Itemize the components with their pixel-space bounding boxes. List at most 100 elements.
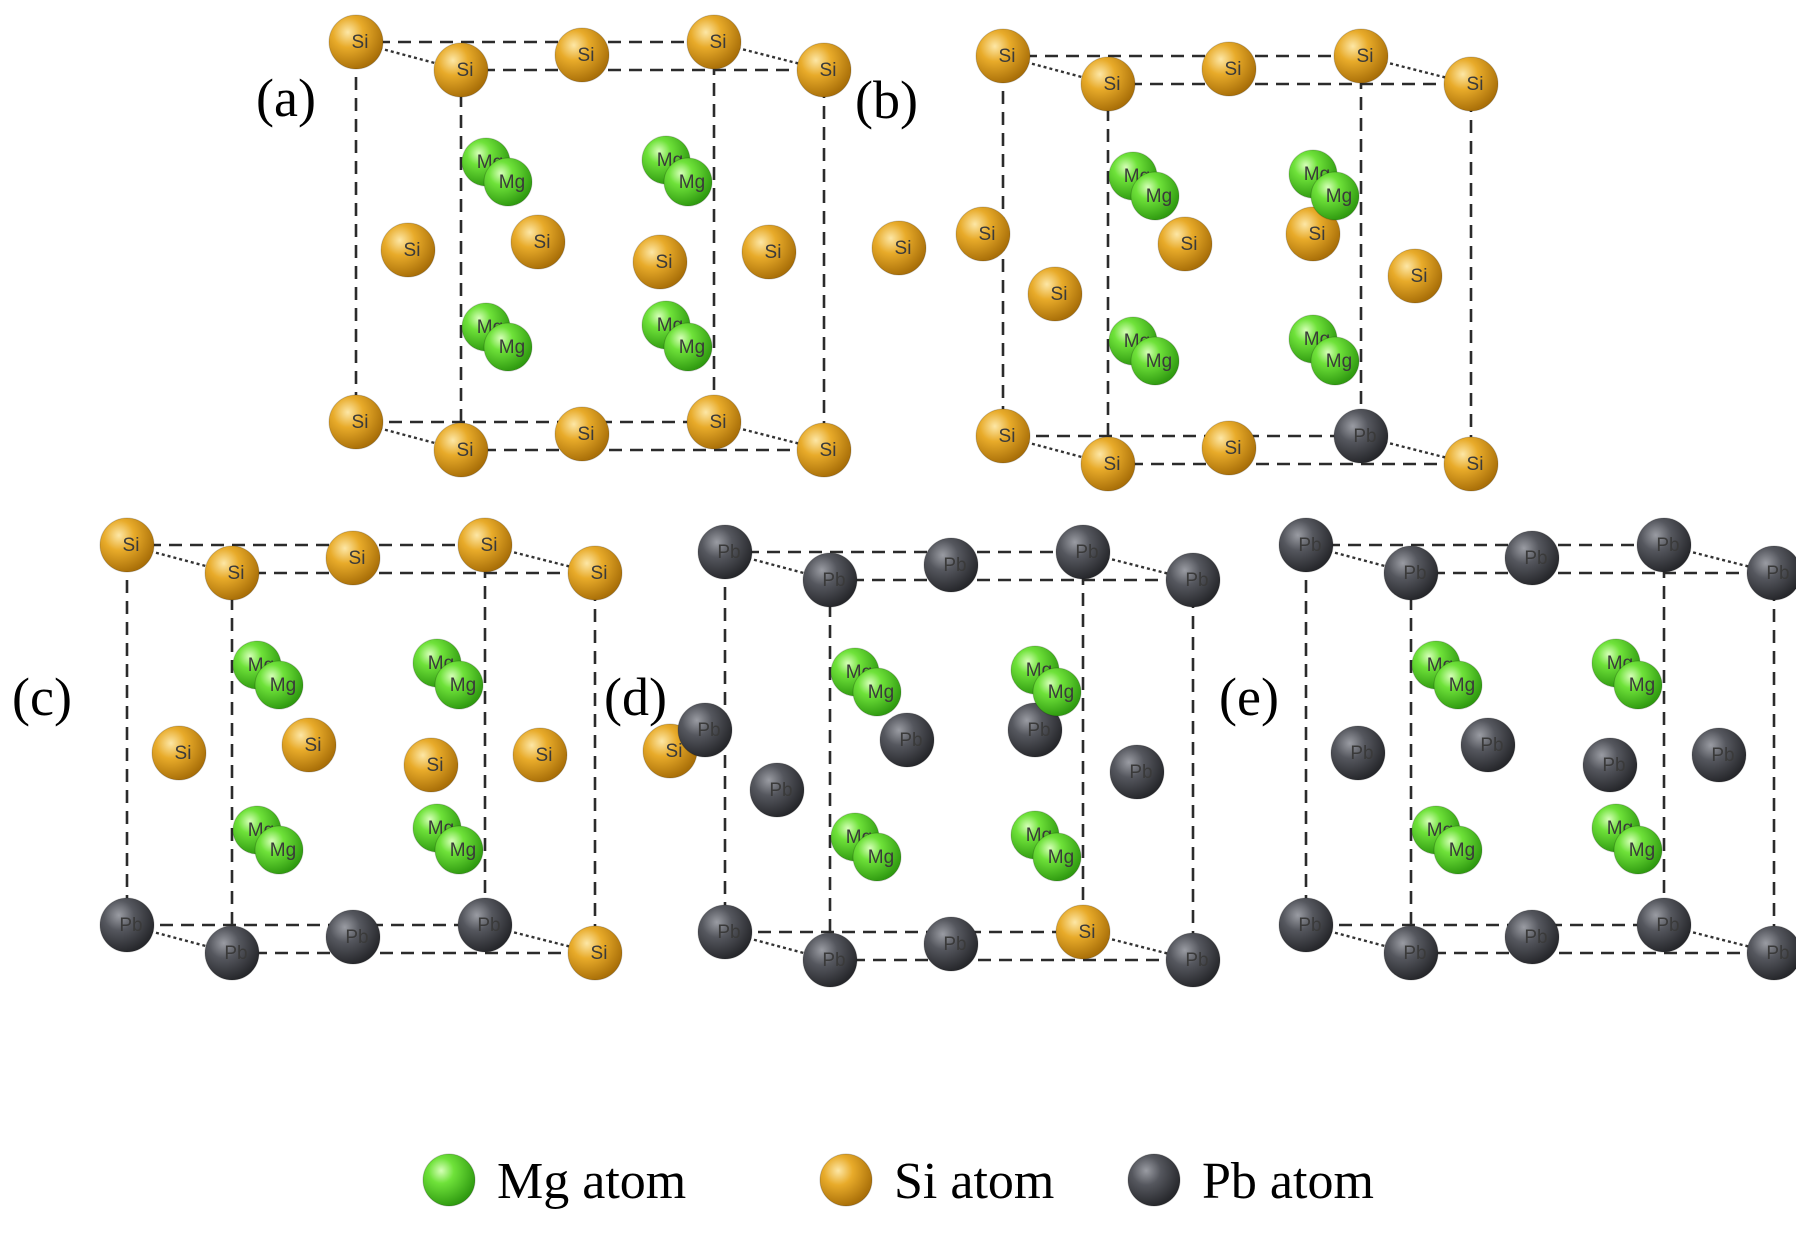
mg-atom-sphere xyxy=(852,667,902,717)
atom-label: Si xyxy=(1357,46,1374,67)
atom-si: Si xyxy=(1443,56,1499,112)
atom-label: Si xyxy=(349,548,366,569)
atom-label: Si xyxy=(591,563,608,584)
atom-mg: Mg xyxy=(254,660,304,710)
mg-atom-sphere xyxy=(663,322,713,372)
atom-label: Si xyxy=(591,943,608,964)
pb-atom-sphere xyxy=(1383,545,1439,601)
atom-label: Mg xyxy=(679,337,705,358)
atom-label: Pb xyxy=(1403,943,1426,964)
si-atom-sphere xyxy=(1080,436,1136,492)
atom-pb: Pb xyxy=(99,897,155,953)
si-atom-sphere xyxy=(1027,266,1083,322)
atom-label: Si xyxy=(999,46,1016,67)
pb-atom-sphere xyxy=(1746,925,1796,981)
legend-item-pb: Pb atom xyxy=(1127,1153,1374,1210)
pb-atom-sphere xyxy=(99,897,155,953)
atom-si: Si xyxy=(328,394,384,450)
atom-si: Si xyxy=(1055,904,1111,960)
mg-atom-sphere xyxy=(852,832,902,882)
atom-label: Pb xyxy=(1524,927,1547,948)
atom-mg: Mg xyxy=(1613,660,1663,710)
atom-pb: Pb xyxy=(1278,517,1334,573)
atom-si: Si xyxy=(686,394,742,450)
atom-pb: Pb xyxy=(204,925,260,981)
pb-atom-sphere xyxy=(1504,909,1560,965)
mg-atom-sphere xyxy=(1032,832,1082,882)
atom-label: Pb xyxy=(477,915,500,936)
atom-label: Si xyxy=(710,32,727,53)
si-atom-sphere xyxy=(433,422,489,478)
si-atom-sphere xyxy=(1157,216,1213,272)
pb-atom-sphere xyxy=(1055,524,1111,580)
atom-si: Si xyxy=(204,545,260,601)
mg-atom-sphere xyxy=(254,825,304,875)
legend-item-mg: Mg atom xyxy=(422,1153,686,1210)
atom-label: Si xyxy=(1181,234,1198,255)
atom-mg: Mg xyxy=(663,322,713,372)
atom-label: Pb xyxy=(1185,570,1208,591)
atom-si: Si xyxy=(955,206,1011,262)
atom-label: Pb xyxy=(1129,762,1152,783)
atom-pb: Pb xyxy=(1165,932,1221,988)
atom-label: Pb xyxy=(1656,915,1679,936)
si-atom-sphere xyxy=(328,14,384,70)
atom-si: Si xyxy=(457,517,513,573)
atom-si: Si xyxy=(632,234,688,290)
si-atom-sphere xyxy=(204,545,260,601)
atom-label: Si xyxy=(578,45,595,66)
mg-atom-sphere xyxy=(254,660,304,710)
pb-atom-sphere xyxy=(879,712,935,768)
si-atom-sphere xyxy=(328,394,384,450)
atom-si: Si xyxy=(1285,206,1341,262)
atom-si: Si xyxy=(433,422,489,478)
atom-si: Si xyxy=(281,717,337,773)
atom-pb: Pb xyxy=(677,702,733,758)
atom-si: Si xyxy=(975,408,1031,464)
mg-atom-sphere xyxy=(1310,336,1360,386)
atom-mg: Mg xyxy=(483,157,533,207)
atom-si: Si xyxy=(99,517,155,573)
atom-label: Si xyxy=(999,426,1016,447)
atom-si: Si xyxy=(554,27,610,83)
pb-atom-sphere xyxy=(802,932,858,988)
atom-si: Si xyxy=(1080,436,1136,492)
atom-label: Si xyxy=(1104,74,1121,95)
pb-atom-sphere xyxy=(1278,897,1334,953)
atom-label: Pb xyxy=(943,934,966,955)
atom-label: Pb xyxy=(119,915,142,936)
mg-atom-sphere xyxy=(1613,825,1663,875)
atom-si: Si xyxy=(554,406,610,462)
atom-si: Si xyxy=(1333,28,1389,84)
atom-pb: Pb xyxy=(1636,517,1692,573)
mg-atom-sphere xyxy=(483,322,533,372)
atom-label: Pb xyxy=(224,943,247,964)
atom-label: Pb xyxy=(822,570,845,591)
si-atom-sphere xyxy=(686,14,742,70)
pb-atom-sphere xyxy=(1278,517,1334,573)
atom-label: Si xyxy=(895,238,912,259)
si-atom-sphere xyxy=(457,517,513,573)
si-atom-sphere xyxy=(380,222,436,278)
atom-label: Si xyxy=(666,741,683,762)
atom-si: Si xyxy=(567,545,623,601)
si-atom-sphere xyxy=(796,422,852,478)
si-atom-sphere xyxy=(99,517,155,573)
atom-pb: Pb xyxy=(749,762,805,818)
atom-label: Pb xyxy=(822,950,845,971)
si-atom-sphere xyxy=(554,27,610,83)
panel-label: (b) xyxy=(855,70,918,130)
atom-pb: Pb xyxy=(1582,737,1638,793)
atom-label: Pb xyxy=(717,922,740,943)
pb-atom-sphere xyxy=(1636,517,1692,573)
atom-label: Mg xyxy=(1326,186,1352,207)
atom-mg: Mg xyxy=(852,832,902,882)
pb-atom-sphere xyxy=(802,552,858,608)
si-atom-sphere xyxy=(741,224,797,280)
si-atom-sphere xyxy=(632,234,688,290)
atom-si: Si xyxy=(510,214,566,270)
mg-atom-sphere xyxy=(1613,660,1663,710)
pb-atom-sphere xyxy=(1165,552,1221,608)
